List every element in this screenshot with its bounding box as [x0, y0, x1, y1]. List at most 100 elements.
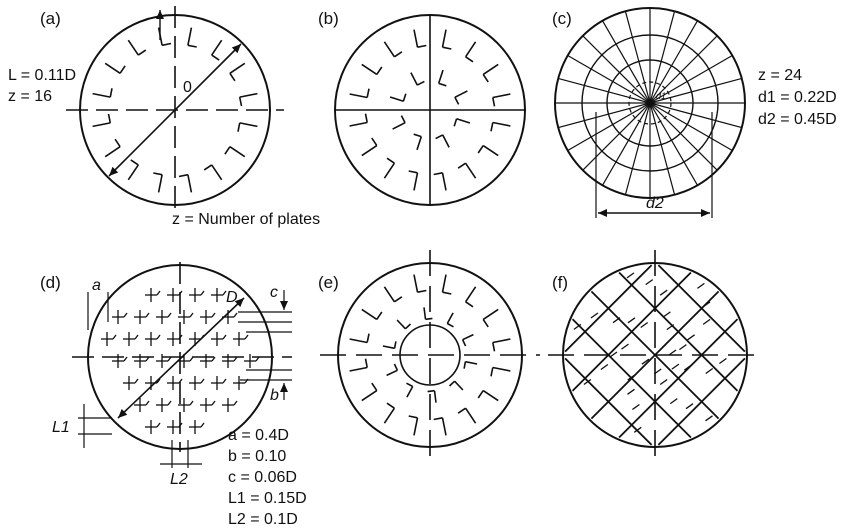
baffle-plate	[437, 69, 444, 84]
baffle-plate-hook	[376, 66, 383, 75]
radial-plate	[558, 77, 651, 104]
cross-plate-hook	[123, 356, 128, 362]
diagonal-plate-hook	[573, 323, 582, 330]
panel-c-d2-equation: d2 = 0.45D	[758, 111, 837, 128]
panel-a-plates	[92, 27, 258, 193]
diagonal-plate-hook	[666, 324, 675, 331]
panel-b-inner-plates	[389, 69, 471, 151]
baffle-plate-hook	[402, 93, 407, 102]
radial-plate	[649, 102, 676, 195]
diagonal-plate-hook	[612, 317, 621, 324]
diagonal-plate-hook	[668, 349, 677, 356]
baffle-plate	[464, 286, 477, 303]
panel-a-label: (a)	[40, 9, 61, 28]
baffle-plate	[482, 63, 499, 76]
cross-plate-hook	[156, 422, 161, 428]
panel-f: (f)	[548, 250, 762, 460]
baffle-plate-hook	[433, 172, 443, 176]
baffle-plate	[383, 162, 396, 179]
baffle-plate	[441, 417, 447, 436]
panel-d-c-mark: c	[270, 284, 278, 301]
baffle-plate	[361, 144, 378, 157]
panel-d-L1-mark: L1	[52, 419, 70, 436]
baffle-plate-hook	[413, 133, 422, 138]
panel-e: (e)	[318, 250, 540, 460]
diagonal-plate-hook	[663, 311, 671, 318]
cross-plate-hook	[211, 312, 216, 318]
baffle-plate	[229, 146, 246, 158]
radial-plate	[649, 35, 718, 104]
baffle-plate-hook	[386, 157, 395, 164]
cross-plate-hook	[167, 312, 172, 318]
panel-c-d2-mark: d2	[646, 195, 664, 212]
baffle-plate-hook	[425, 317, 433, 321]
radial-plate	[649, 11, 676, 104]
baffle-plate	[361, 63, 378, 76]
baffle-plate-hook	[238, 96, 243, 107]
radial-plate	[624, 102, 651, 195]
baffle-plate-hook	[492, 342, 496, 352]
baffle-plate-hook	[463, 361, 467, 369]
panel-d-L1-equation: L1 = 0.15D	[228, 490, 307, 507]
baffle-plate-hook	[153, 172, 163, 176]
baffle-plate	[349, 366, 368, 372]
baffle-plate	[492, 93, 511, 99]
baffle-plate	[446, 312, 454, 324]
radial-plate	[567, 102, 651, 152]
cross-plate-hook	[222, 334, 227, 340]
baffle-plate	[92, 122, 111, 128]
baffle-plate	[211, 164, 223, 181]
panel-a-diameter-arrow	[108, 43, 242, 177]
diagonal-plate-hook	[590, 312, 599, 319]
cross-plate-hook	[222, 378, 227, 384]
baffle-plate	[104, 62, 121, 74]
baffle-plate	[383, 286, 396, 303]
radial-plate	[624, 11, 651, 104]
diagonal-plate-hook	[640, 321, 649, 329]
baffle-plate	[492, 338, 511, 344]
baffle-plate	[349, 121, 368, 127]
cross-plate-hook	[167, 400, 172, 406]
diagonal-plate-hook	[679, 344, 687, 351]
baffle-plate	[361, 389, 378, 402]
diagonal-plate-hook	[683, 364, 692, 371]
cross-plate-hook	[255, 356, 260, 362]
panel-b-plates	[349, 29, 511, 191]
baffle-plate-hook	[393, 341, 397, 349]
panel-d-D-mark: D	[226, 289, 238, 306]
baffle-plate-hook	[366, 88, 370, 98]
cross-plate-hook	[189, 356, 194, 362]
baffle-plate-hook	[400, 115, 406, 124]
baffle-plate	[464, 162, 477, 179]
baffle-plate	[482, 389, 499, 402]
panel-d-a-mark: a	[92, 277, 101, 294]
radial-plate	[649, 77, 742, 104]
baffle-plate	[454, 380, 464, 391]
panel-a-center-mark: 0	[183, 79, 192, 96]
diagonal-plate-hook	[627, 374, 636, 381]
cross-plate-hook	[145, 400, 150, 406]
baffle-plate	[157, 27, 163, 46]
baffle-plate-hook	[417, 44, 427, 48]
baffle-plate-hook	[461, 339, 467, 347]
panel-b: (b)	[318, 9, 526, 206]
baffle-plate	[361, 308, 378, 321]
baffle-plate	[239, 92, 258, 98]
baffle-plate	[465, 360, 478, 365]
diagonal-plate-hook	[669, 398, 678, 405]
panel-d-L2-mark: L2	[170, 471, 188, 488]
cross-plate-hook	[233, 400, 238, 406]
panel-f-diagonal-plates	[564, 264, 746, 446]
radial-plate	[582, 35, 651, 104]
panel-a-L-equation: L = 0.11D	[8, 67, 76, 84]
baffle-plate-hook	[442, 291, 452, 295]
diagonal-plate-hook	[671, 363, 680, 370]
baffle-plate-hook	[229, 72, 236, 82]
radial-plate	[567, 54, 651, 104]
baffle-plate-hook	[408, 415, 418, 419]
cross-plate-hook	[200, 378, 205, 384]
baffle-plate-hook	[393, 296, 403, 303]
cross-plate-hook	[123, 312, 128, 318]
baffle-plate	[413, 172, 419, 191]
